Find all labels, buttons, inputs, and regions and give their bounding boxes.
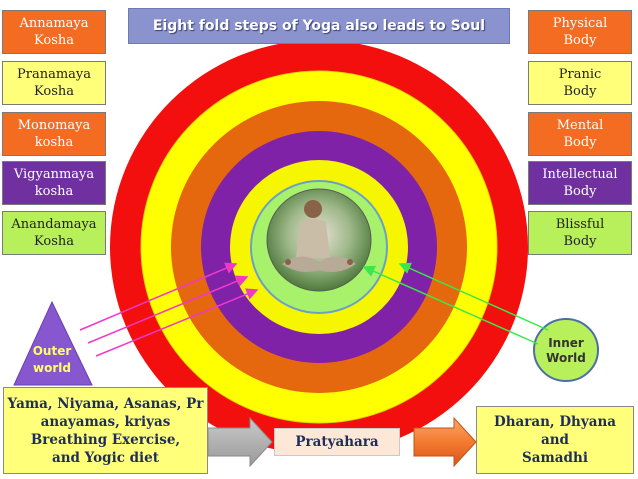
inner-practices-box: Dharan, Dhyana and Samadhi — [476, 406, 634, 474]
outer-arrow-1 — [79, 262, 238, 331]
block-arrow-right — [413, 416, 477, 468]
meditation-figure-icon — [266, 188, 372, 292]
kosha-annamaya: Annamaya Kosha — [2, 10, 106, 54]
block-arrow-left — [207, 416, 273, 468]
body-blissful: Blissful Body — [528, 211, 632, 255]
kosha-monomaya: Monomaya kosha — [2, 112, 106, 156]
outer-world-triangle — [13, 300, 93, 386]
inner-world-circle — [533, 318, 599, 382]
body-physical: Physical Body — [528, 10, 632, 54]
kosha-vigyanmaya: Vigyanmaya kosha — [2, 161, 106, 205]
body-intellectual: Intellectual Body — [528, 161, 632, 205]
outer-practices-box: Yama, Niyama, Asanas, Pr anayamas, kriya… — [3, 387, 208, 474]
outer-arrow-2 — [87, 275, 249, 344]
kosha-pranamaya: Pranamaya Kosha — [2, 61, 106, 105]
page-title: Eight fold steps of Yoga also leads to S… — [128, 8, 510, 44]
kosha-anandamaya: Anandamaya Kosha — [2, 211, 106, 255]
pratyahara-box: Pratyahara — [274, 428, 400, 456]
body-mental: Mental Body — [528, 112, 632, 156]
inner-arrow-1 — [362, 265, 539, 345]
inner-arrow-2 — [398, 262, 549, 331]
body-pranic: Pranic Body — [528, 61, 632, 105]
inner-world-label: Inner World — [546, 336, 586, 365]
outer-arrow-3 — [95, 288, 259, 357]
outer-world-label: Outer world — [32, 344, 72, 375]
